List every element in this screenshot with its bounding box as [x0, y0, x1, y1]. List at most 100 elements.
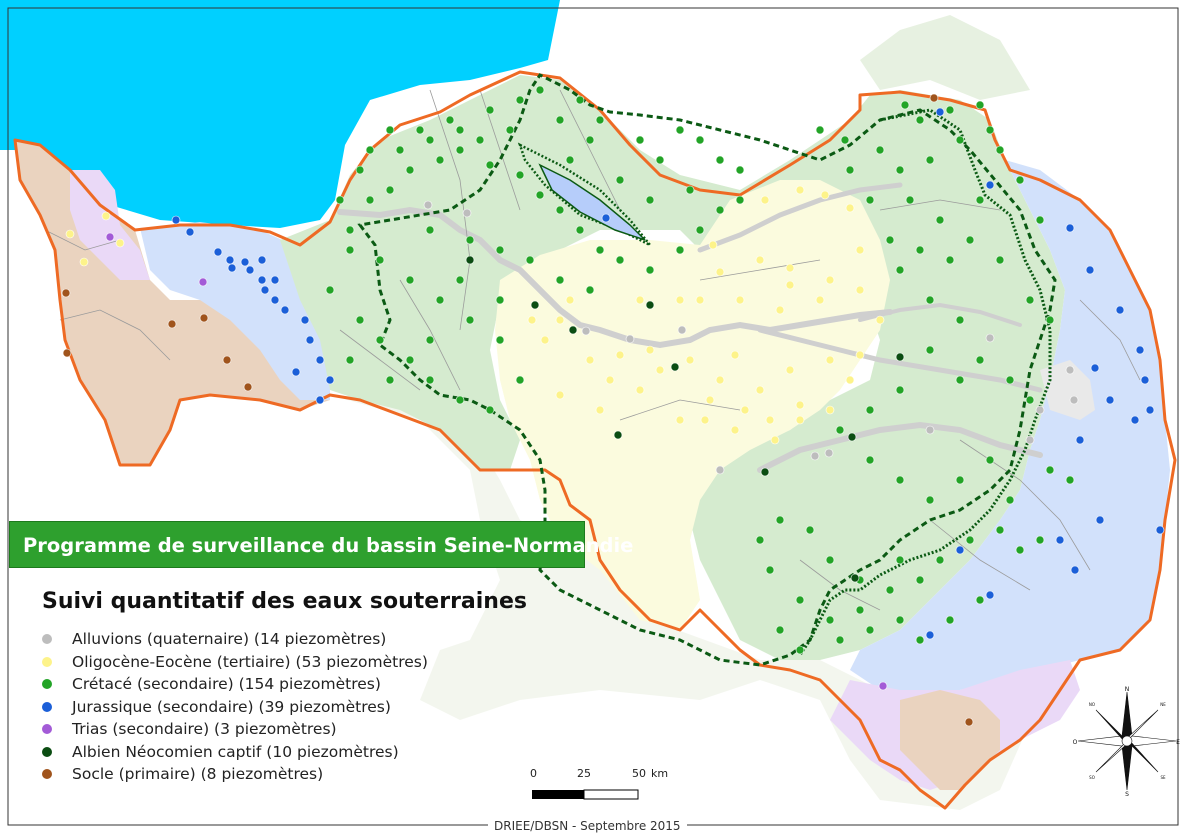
legend-label: Crétacé (secondaire) (154 piezomètres)	[72, 675, 381, 694]
legend-dot-icon	[42, 724, 52, 735]
piezometer-cretace	[975, 355, 985, 365]
piezometer-cretace	[365, 195, 375, 205]
piezometer-oligocene-eocene	[555, 315, 565, 325]
piezometer-cretace	[445, 115, 455, 125]
piezometer-cretace	[575, 95, 585, 105]
piezometer-alluvions	[625, 334, 635, 344]
piezometer-oligocene-eocene	[675, 295, 685, 305]
piezometer-alluvions	[1065, 365, 1075, 375]
piezometer-oligocene-eocene	[715, 267, 725, 277]
piezometer-oligocene-eocene	[527, 315, 537, 325]
piezometer-albien	[847, 432, 857, 442]
piezometer-cretace	[835, 425, 845, 435]
piezometer-oligocene-eocene	[845, 375, 855, 385]
piezometer-cretace	[965, 235, 975, 245]
piezometer-jurassique	[213, 247, 223, 257]
piezometer-cretace	[565, 155, 575, 165]
piezometer-socle	[243, 382, 253, 392]
piezometer-cretace	[425, 375, 435, 385]
piezometer-cretace	[1025, 395, 1035, 405]
legend-dot-icon	[42, 679, 52, 690]
piezometer-cretace	[955, 315, 965, 325]
piezometer-oligocene-eocene	[855, 245, 865, 255]
piezometer-albien	[530, 300, 540, 310]
legend-item: Crétacé (secondaire) (154 piezomètres)	[42, 673, 428, 696]
piezometer-cretace	[955, 135, 965, 145]
compass-se: SE	[1160, 775, 1166, 780]
piezometer-jurassique	[1155, 525, 1165, 535]
piezometer-cretace	[895, 265, 905, 275]
legend-label: Alluvions (quaternaire) (14 piezomètres)	[72, 630, 387, 649]
legend-label: Albien Néocomien captif (10 piezomètres)	[72, 742, 399, 761]
piezometer-albien	[850, 573, 860, 583]
piezometer-cretace	[1015, 175, 1025, 185]
piezometer-oligocene-eocene	[855, 285, 865, 295]
piezometer-cretace	[455, 125, 465, 135]
scale-bar	[532, 789, 639, 800]
piezometer-alluvions	[1035, 405, 1045, 415]
inner-albien-zone	[517, 142, 651, 247]
piezometer-cretace	[455, 395, 465, 405]
piezometer-cretace	[595, 245, 605, 255]
piezometer-cretace	[405, 355, 415, 365]
piezometer-oligocene-eocene	[735, 295, 745, 305]
piezometer-jurassique	[985, 180, 995, 190]
piezometer-cretace	[805, 525, 815, 535]
piezometer-cretace	[505, 125, 515, 135]
piezometer-cretace	[525, 255, 535, 265]
piezometer-albien	[613, 430, 623, 440]
piezometer-cretace	[535, 85, 545, 95]
piezometer-jurassique	[955, 545, 965, 555]
piezometer-cretace	[465, 235, 475, 245]
piezometer-cretace	[985, 125, 995, 135]
piezometer-oligocene-eocene	[595, 405, 605, 415]
piezometer-cretace	[900, 100, 910, 110]
piezometer-cretace	[895, 385, 905, 395]
piezometer-alluvions	[1069, 395, 1079, 405]
piezometer-cretace	[675, 125, 685, 135]
piezometer-cretace	[735, 165, 745, 175]
piezometer-cretace	[975, 595, 985, 605]
piezometer-cretace	[385, 375, 395, 385]
piezometer-cretace	[395, 145, 405, 155]
piezometer-jurassique	[325, 375, 335, 385]
piezometer-cretace	[895, 475, 905, 485]
piezometer-cretace	[345, 225, 355, 235]
piezometer-cretace	[1005, 495, 1015, 505]
piezometer-cretace	[425, 225, 435, 235]
map-title-banner: Programme de surveillance du bassin Sein…	[9, 521, 633, 568]
piezometer-oligocene-eocene	[675, 415, 685, 425]
piezometer-albien	[645, 300, 655, 310]
piezometer-cretace	[915, 575, 925, 585]
piezometer-jurassique	[270, 275, 280, 285]
piezometer-jurassique	[305, 335, 315, 345]
piezometer-oligocene-eocene	[875, 315, 885, 325]
piezometer-socle	[199, 313, 209, 323]
piezometer-cretace	[385, 185, 395, 195]
legend-item: Jurassique (secondaire) (39 piezomètres)	[42, 696, 428, 719]
piezometer-cretace	[685, 185, 695, 195]
scale-label-50: 50	[632, 767, 646, 780]
piezometer-cretace	[895, 165, 905, 175]
piezometer-cretace	[695, 135, 705, 145]
piezometer-jurassique	[1075, 435, 1085, 445]
piezometer-oligocene-eocene	[635, 295, 645, 305]
piezometer-jurassique	[270, 295, 280, 305]
outside-land-north	[860, 15, 1030, 100]
piezometer-cretace	[715, 155, 725, 165]
piezometer-oligocene-eocene	[540, 335, 550, 345]
piezometer-oligocene-eocene	[65, 229, 75, 239]
zone-trias-west	[70, 170, 150, 280]
piezometer-jurassique	[260, 285, 270, 295]
piezometer-cretace	[1065, 475, 1075, 485]
piezometer-jurassique	[257, 255, 267, 265]
piezometer-alluvions	[581, 326, 591, 336]
piezometer-jurassique	[240, 257, 250, 267]
piezometer-cretace	[645, 265, 655, 275]
piezometer-alluvions	[677, 325, 687, 335]
piezometer-cretace	[555, 205, 565, 215]
legend-dot-icon	[42, 701, 52, 712]
piezometer-alluvions	[824, 448, 834, 458]
piezometer-cretace	[1015, 545, 1025, 555]
